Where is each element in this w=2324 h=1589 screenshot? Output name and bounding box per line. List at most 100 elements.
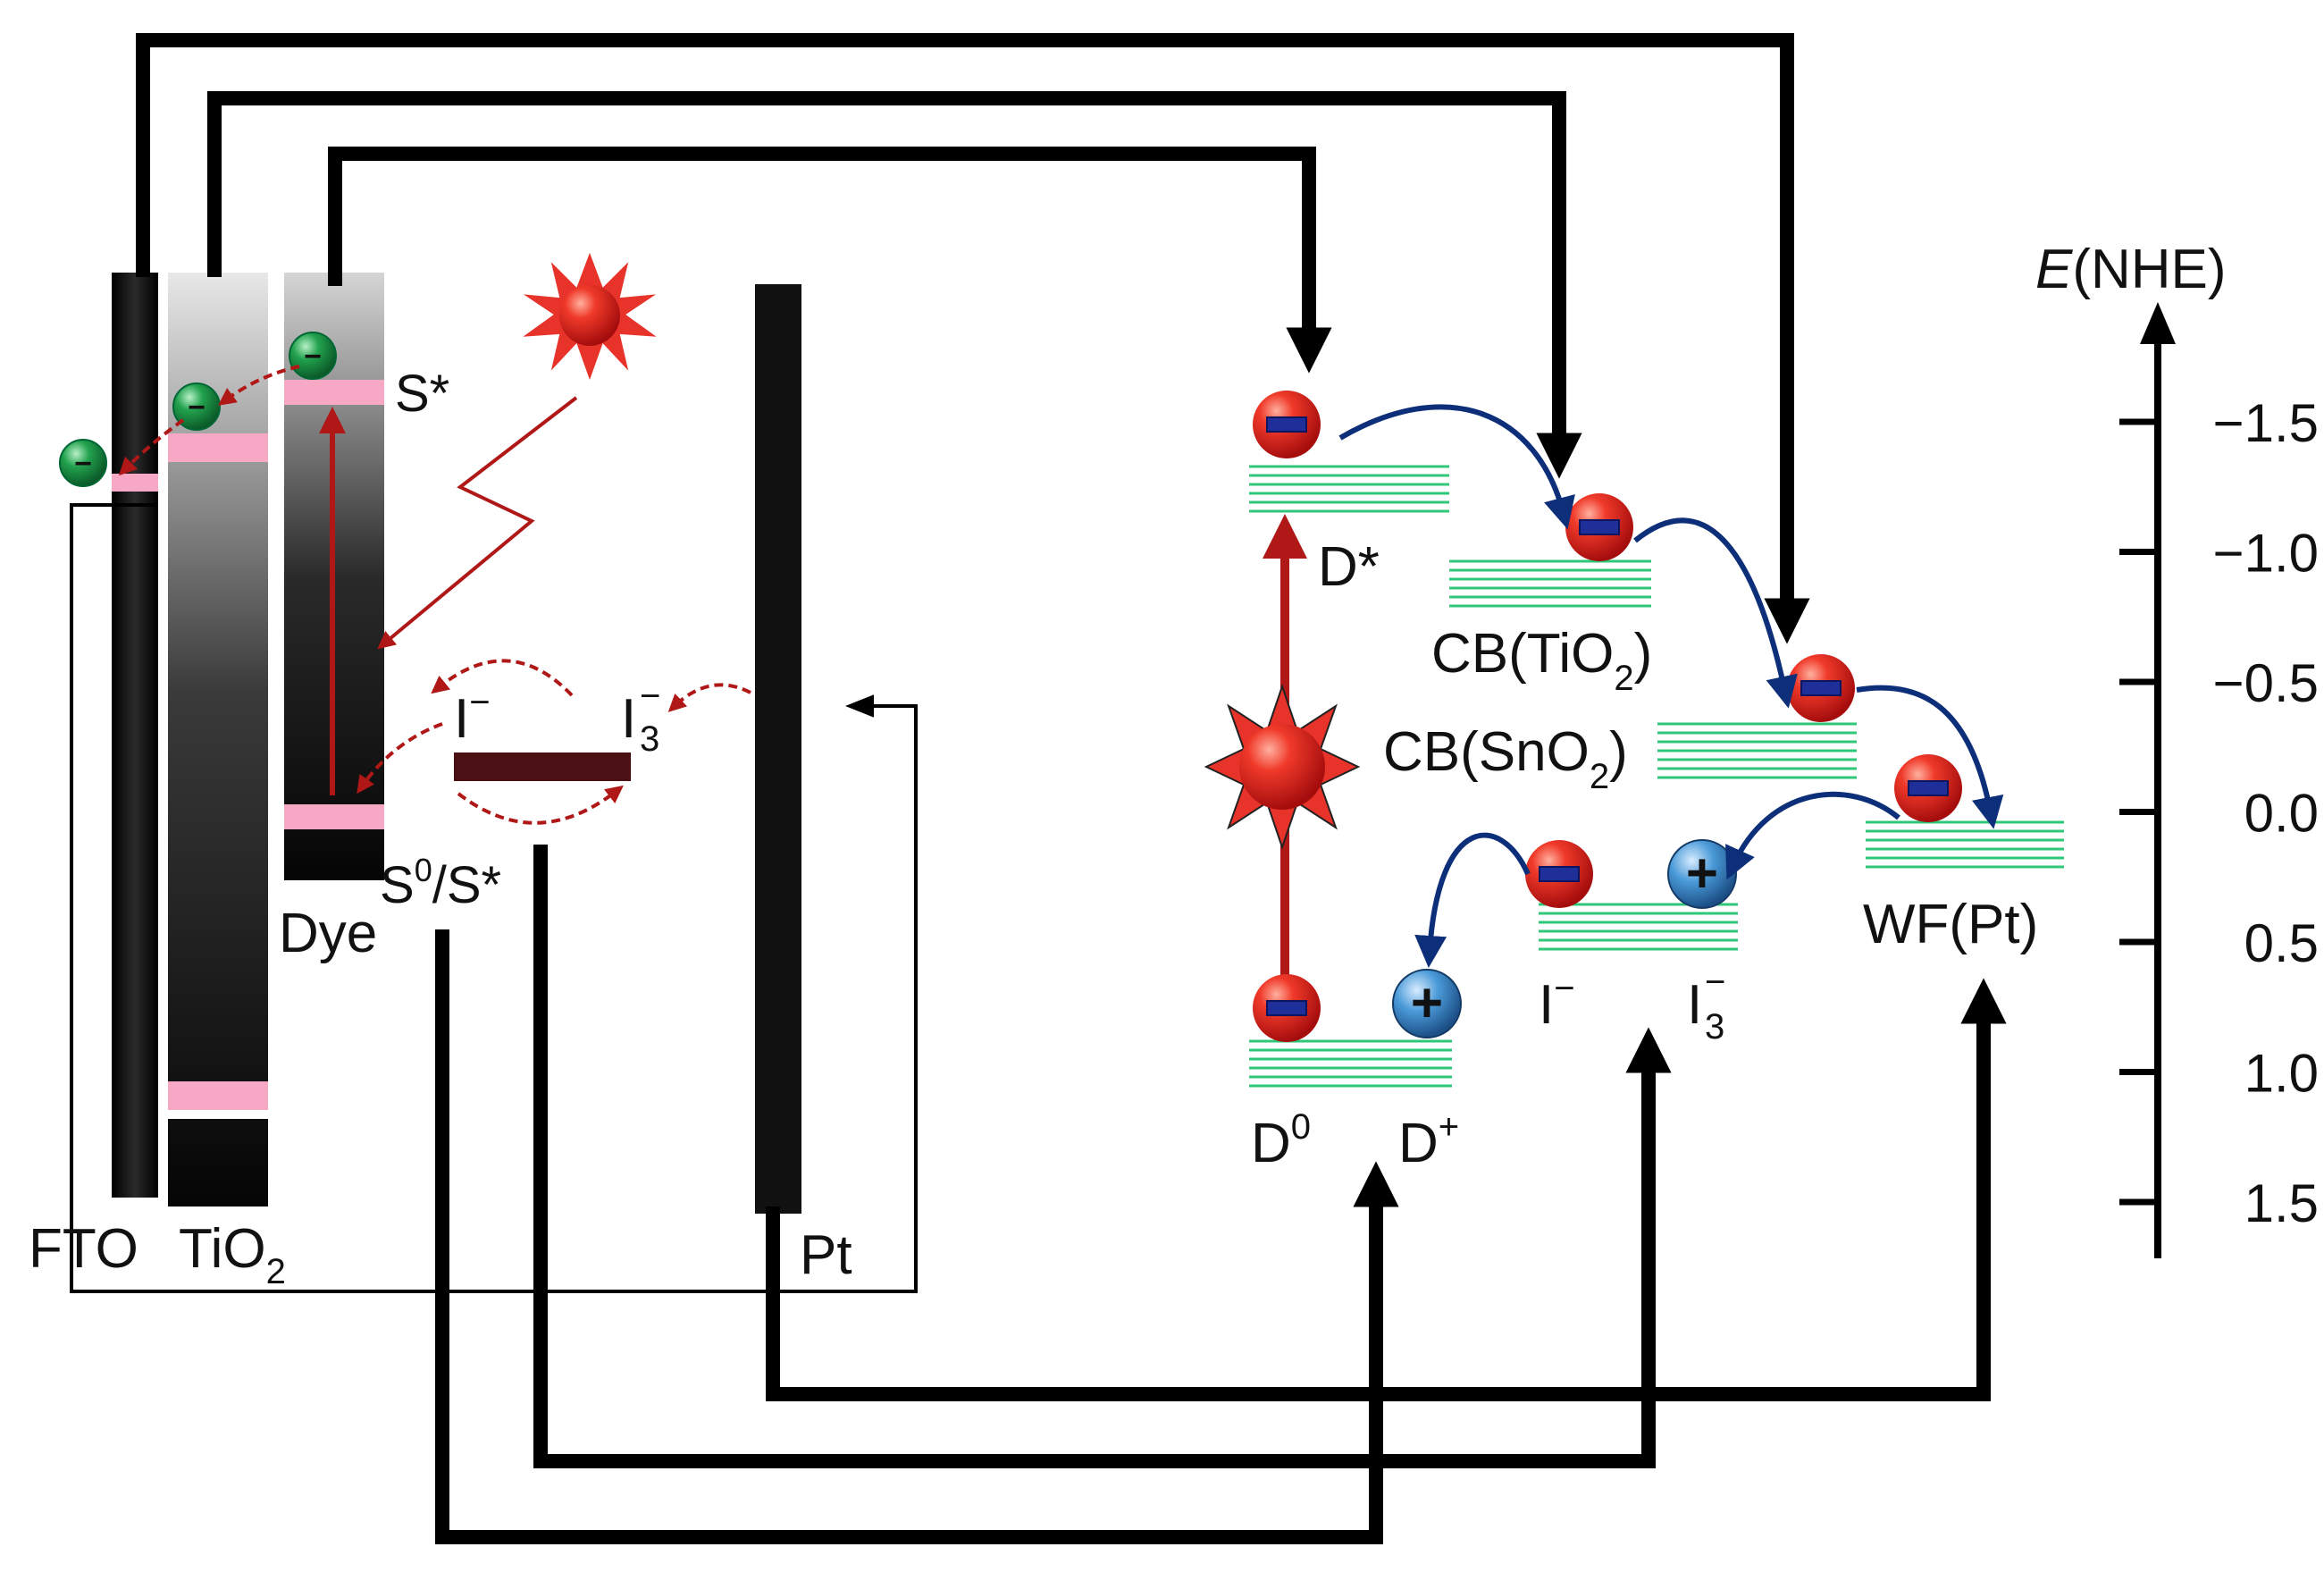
tio2-band-highlight-top [168,433,268,462]
electron-red-cb-tio2 [1565,493,1633,561]
d-plus-label: D [1398,1113,1439,1174]
s-excited-label: S* [395,365,449,423]
cb-sno2-sub: 2 [1590,757,1609,796]
svg-text:S0/S*: S0/S* [380,852,501,914]
hole-blue-d-plus: + [1392,969,1462,1038]
tio2-layer [168,273,268,1206]
pt-electrode [755,284,801,1214]
transfer-arrow-cb-sno2-to-wf-pt [1856,685,2004,829]
triiodide-label-right: I [1687,974,1702,1036]
transfer-arrow-dstar-to-cb-tio2 [1338,404,1575,530]
iodide-label-right: I [1539,974,1554,1036]
cb-sno2-label: CB(SnO [1383,721,1590,783]
svg-text:E(NHE): E(NHE) [2035,239,2227,300]
hole-blue-triiodide: + [1667,839,1737,909]
right-panel: + + D* CB(TiO2) CB(SnO2) WF(Pt) D0 D+ I−… [1204,391,2064,1174]
axis-tick-label: −0.5 [2213,653,2319,713]
energy-axis: E(NHE) −1.5−1.0−0.50.00.51.01.5 [2035,239,2319,1258]
iodide-label-left: I [454,688,469,750]
svg-text:D0: D0 [1251,1107,1311,1174]
level-cb-tio2 [1449,559,1651,608]
fto-band-highlight [112,474,158,492]
redox-arrow-top [431,659,574,697]
axis-ticks: −1.5−1.0−0.50.00.51.01.5 [2119,393,2319,1233]
svg-text:TiO2: TiO2 [179,1218,286,1291]
iodide-sup-left: − [469,683,490,722]
axis-tick-label: −1.0 [2213,524,2319,584]
transfer-arrow-cb-tio2-to-cb-sno2 [1633,517,1798,709]
d-excited-label: D* [1318,536,1380,598]
dye-ground-to-d-connector [435,929,1399,1544]
level-d-ground [1249,1039,1452,1088]
electron-red-wf-pt [1894,754,1962,822]
svg-text:−: − [304,340,322,374]
sun-icon [516,248,663,385]
donor-sun-icon [1204,683,1361,851]
tio2-to-cb-tio2-connector [207,91,1582,479]
fto-to-wf-connector [136,33,1810,644]
cb-tio2-sub: 2 [1614,659,1633,698]
external-circuit-wire [70,503,918,1293]
s-ground-rest: /S* [432,856,501,914]
cb-tio2-close: ) [1634,623,1653,685]
cb-sno2-close: ) [1609,721,1628,783]
dye-s-ground-level [284,804,384,829]
iodide-sup-right: − [1554,969,1574,1008]
electrolyte-bar [454,752,631,781]
cb-tio2-label: CB(TiO [1431,623,1614,685]
triiodide-label-left: I [621,688,636,750]
electron-green-dye: − [289,332,337,380]
svg-text:I−: I− [1539,969,1575,1036]
left-panel: − − − − [29,248,918,1293]
triiodide-sub-left: 3 [640,719,659,759]
dye-label: Dye [279,903,377,964]
svg-text:CB(TiO2): CB(TiO2) [1431,623,1652,698]
svg-text:−: − [188,391,206,425]
triiodide-sup-left: − [640,677,660,716]
svg-text:+: + [1686,843,1718,904]
electron-green-tio2: − [172,383,221,431]
level-redox [1539,903,1738,951]
axis-arrowhead [2140,302,2176,344]
tio2-label: TiO [179,1218,266,1280]
level-d-excited [1249,465,1449,513]
wf-pt-label: WF(Pt) [1863,894,2038,955]
svg-text:CB(SnO2): CB(SnO2) [1383,721,1628,796]
tio2-band-highlight-bottom [168,1081,268,1110]
level-cb-sno2 [1657,722,1857,779]
pt-label: Pt [800,1224,852,1286]
electron-red-iodide [1525,840,1593,908]
tio2-gap [168,1110,268,1119]
light-zigzag-arrow [377,396,578,650]
electron-green-fto: − [59,439,107,487]
tio2-subscript: 2 [266,1252,286,1291]
electron-red-d-ground [1253,974,1321,1042]
d0-label: D [1251,1113,1291,1174]
svg-text:I−: I− [454,683,491,750]
electrolyte-to-redox-connector [533,845,1672,1468]
d-plus-sup: + [1439,1107,1459,1147]
axis-tick-label: 0.5 [2244,913,2319,973]
dye-s-excited-level [284,380,384,405]
axis-tick-label: 0.0 [2244,784,2319,844]
triiodide-sub-right: 3 [1705,1007,1724,1047]
svg-text:−: − [74,447,92,481]
axis-tick-label: −1.5 [2213,393,2319,453]
redox-arrow-bottom [457,785,624,825]
axis-tick-label: 1.5 [2244,1173,2319,1233]
connection-lines [136,33,2007,1544]
regeneration-arrow-to-dye [357,722,443,794]
transfer-arrow-wf-pt-to-triiodide [1725,791,1900,880]
fto-label: FTO [29,1218,138,1280]
axis-title-rest: (NHE) [2072,239,2226,300]
s-ground-sup: 0 [415,852,432,888]
d0-sup: 0 [1291,1107,1311,1147]
s-ground-label: S [380,856,415,914]
injection-arrow-dye-to-tio2 [217,365,300,406]
svg-text:+: + [1411,972,1443,1034]
axis-title-italic: E [2035,239,2073,300]
pt-to-triiodide-arrow [667,683,751,712]
triiodide-sup-right: − [1705,963,1725,1002]
transfer-arrow-iodide-to-d-plus [1414,832,1531,968]
